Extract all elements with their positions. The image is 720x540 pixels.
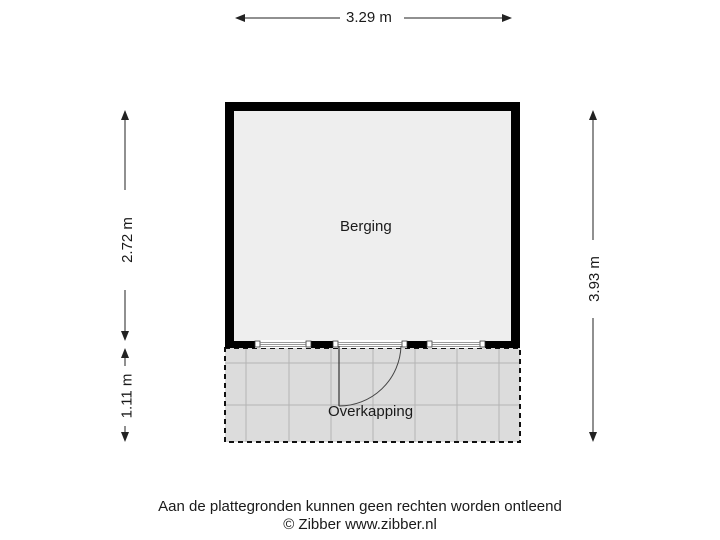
dimension-label-berging-height: 2.72 m: [119, 213, 136, 267]
door: [332, 340, 408, 407]
berging-room: [225, 102, 520, 407]
room-label-overkapping: Overkapping: [328, 403, 414, 420]
door-swing-arc: [338, 345, 402, 407]
dimension-label-overkapping-height: 1.11 m: [118, 369, 136, 423]
footer-copyright: © Zibber www.zibber.nl: [283, 516, 437, 533]
overkapping-area: [224, 347, 521, 443]
window-right: [426, 340, 486, 348]
footer-disclaimer: Aan de plattegronden kunnen geen rechten…: [158, 498, 562, 515]
dimension-label-top-width: 3.29 m: [342, 10, 396, 26]
tile-grid: [225, 348, 520, 442]
room-label-berging: Berging: [340, 218, 392, 235]
window-left: [254, 340, 312, 348]
dimension-label-total-height: 3.93 m: [586, 252, 603, 306]
